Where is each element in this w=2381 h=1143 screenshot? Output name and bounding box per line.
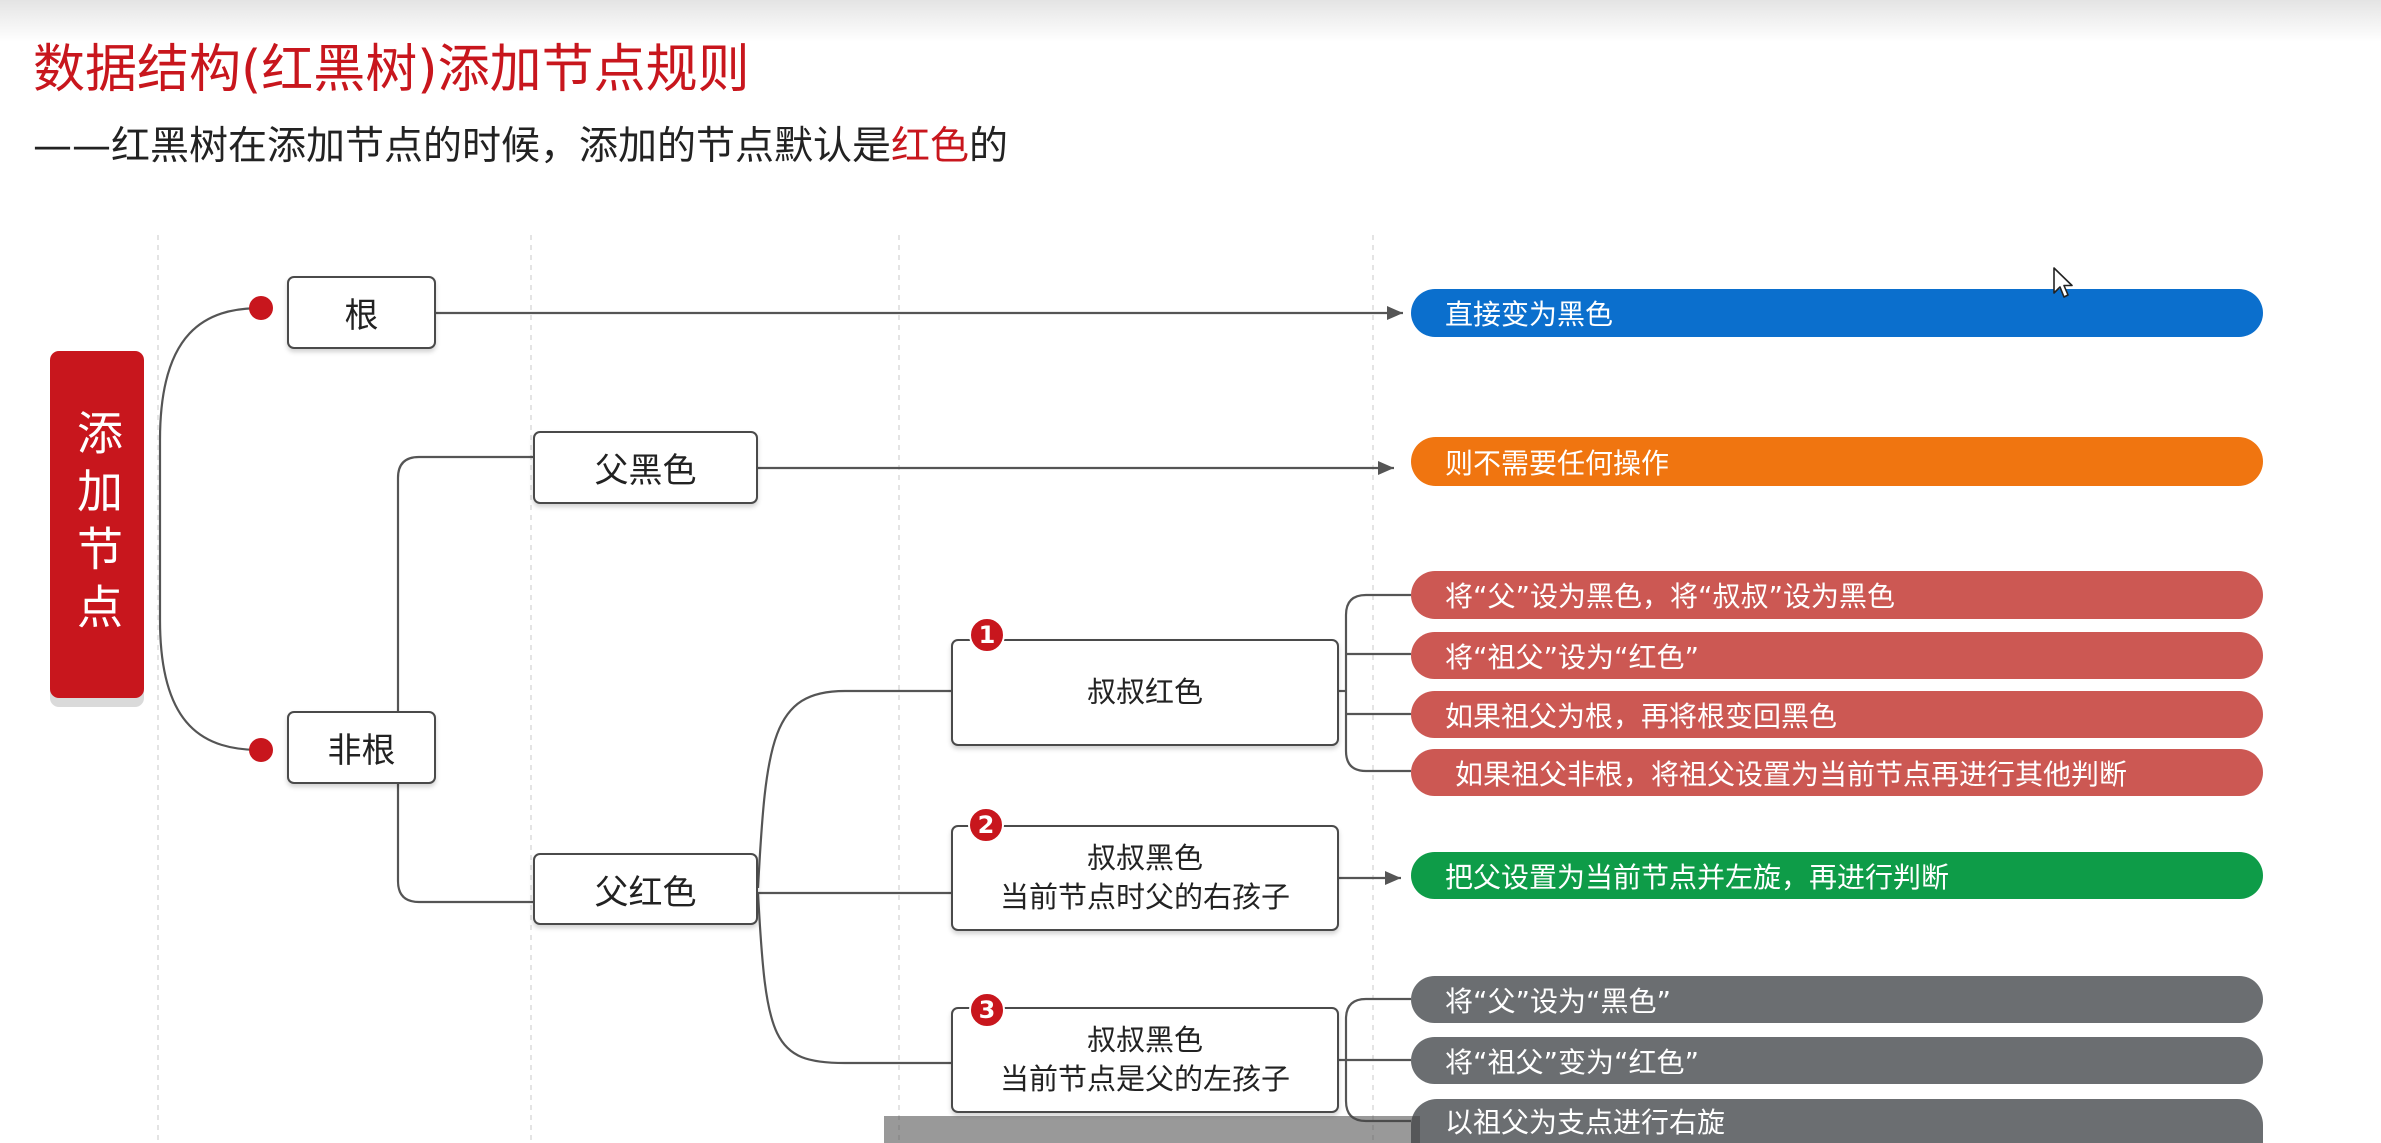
case-badge-3: 3 — [969, 992, 1005, 1028]
connector-parent-red-to-case-3 — [756, 892, 951, 1065]
node-root: 根 — [287, 276, 436, 349]
node-case-3: 叔叔黑色 当前节点是父的左孩子 — [951, 1007, 1339, 1113]
node-parent-red: 父红色 — [533, 853, 758, 925]
node-parent-black-label: 父黑色 — [594, 451, 697, 491]
top-gradient-band — [0, 0, 2381, 42]
connector-parent-red-to-case-1 — [756, 689, 951, 889]
bracket-case-3-bottom — [1344, 1060, 1411, 1123]
node-parent-black: 父黑色 — [533, 431, 758, 504]
root-split-arc — [158, 306, 262, 752]
action-case-3-step-2: 将“祖父”变为“红色” — [1411, 1037, 2263, 1084]
slide-subtitle: ——红黑树在添加节点的时候，添加的节点默认是红色的 — [33, 122, 1008, 172]
node-case-2-line-1: 叔叔黑色 — [1086, 841, 1203, 875]
node-parent-red-label: 父红色 — [594, 872, 697, 913]
node-root-label: 根 — [344, 296, 379, 336]
case-badge-1: 1 — [969, 617, 1005, 653]
action-case-3-step-3: 以祖父为支点进行右旋 — [1411, 1099, 2263, 1143]
action-case-1-step-3: 如果祖父为根，再将根变回黑色 — [1411, 691, 2263, 738]
action-case-2-step-1: 把父设置为当前节点并左旋，再进行判断 — [1411, 852, 2263, 899]
bracket-case-1-top — [1344, 593, 1411, 751]
subtitle-suffix: 的 — [969, 124, 1009, 169]
branch-dot-non-root — [249, 738, 273, 762]
root-topic-label: 添加节点 — [70, 408, 124, 641]
connector-non-root-to-parent-red — [396, 784, 533, 904]
mouse-pointer-icon — [2053, 267, 2073, 298]
node-case-1: 叔叔红色 — [951, 639, 1339, 746]
branch-dot-root — [249, 296, 273, 320]
connector-non-root-to-parent-black — [396, 455, 533, 711]
video-subtitle-overlay — [884, 1116, 1420, 1143]
subtitle-prefix: ——红黑树在添加节点的时候，添加的节点默认是 — [33, 124, 892, 169]
action-parent-black: 则不需要任何操作 — [1411, 437, 2263, 486]
action-case-1-step-4: 如果祖父非根，将祖父设置为当前节点再进行其他判断 — [1411, 749, 2263, 796]
subtitle-highlight: 红色 — [891, 124, 970, 169]
bracket-case-1-bottom — [1344, 750, 1411, 773]
case-badge-2: 2 — [968, 807, 1004, 843]
bracket-case-3-top — [1344, 997, 1411, 1060]
node-case-3-line-1: 叔叔黑色 — [1086, 1023, 1203, 1057]
action-root: 直接变为黑色 — [1411, 289, 2263, 337]
slide-title: 数据结构(红黑树)添加节点规则 — [33, 40, 750, 100]
node-case-3-line-2: 当前节点是父的左孩子 — [999, 1062, 1290, 1096]
node-case-2: 叔叔黑色 当前节点时父的右孩子 — [951, 825, 1339, 931]
root-topic-box: 添加节点 — [50, 351, 144, 698]
node-case-2-line-2: 当前节点时父的右孩子 — [999, 880, 1290, 914]
action-case-1-step-1: 将“父”设为黑色，将“叔叔”设为黑色 — [1411, 571, 2263, 619]
action-case-1-step-2: 将“祖父”设为“红色” — [1411, 632, 2263, 679]
node-non-root: 非根 — [287, 711, 436, 784]
action-case-3-step-1: 将“父”设为“黑色” — [1411, 976, 2263, 1023]
node-non-root-label: 非根 — [327, 731, 396, 771]
node-case-1-line-1: 叔叔红色 — [1086, 675, 1203, 709]
